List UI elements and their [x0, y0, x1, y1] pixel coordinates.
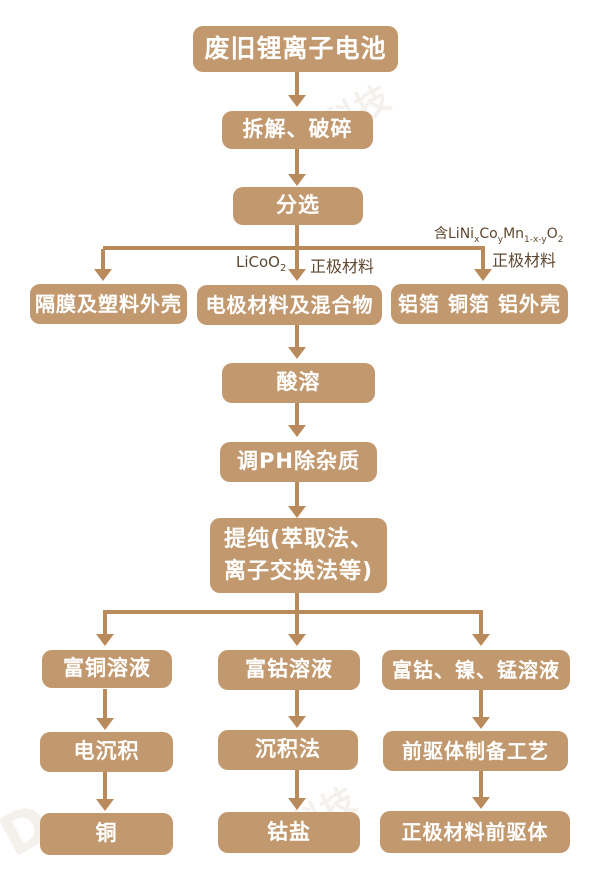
ncm-formula-text: O	[546, 226, 558, 242]
arrow-branch-cu-solution	[103, 613, 107, 635]
ncm-formula-sub: x	[474, 234, 480, 245]
node-foils-shell: 铝箔 铜箔 铝外壳	[391, 284, 568, 324]
ncm-formula-sub: 2	[557, 234, 564, 245]
node-sorting: 分选	[233, 187, 363, 225]
arrow-precursorprocess-cathodeprecursor	[479, 771, 483, 798]
edge-label-cathode-right: 正极材料	[492, 251, 557, 270]
purification-line1: 提纯(萃取法、	[223, 526, 374, 552]
arrow-branch-electrode	[295, 249, 299, 270]
arrow-branch-co-solution	[295, 613, 299, 635]
arrow-electrode-acid	[295, 325, 299, 348]
node-electrodeposition: 电沉积	[40, 732, 173, 772]
node-acid-dissolution: 酸溶	[222, 363, 375, 403]
ncm-formula-text: Co	[479, 226, 498, 242]
node-electrode-mixture: 电极材料及混合物	[197, 285, 382, 325]
node-precursor-process: 前驱体制备工艺	[383, 731, 568, 771]
arrow-dismantle-sorting	[295, 149, 299, 175]
connector-purify-stub	[295, 593, 299, 612]
node-waste-battery: 废旧锂离子电池	[193, 26, 398, 72]
node-purification: 提纯(萃取法、 离子交换法等)	[210, 518, 387, 593]
ncm-formula-text: 含LiNi	[434, 226, 475, 242]
arrow-branch-ncm-solution	[479, 613, 483, 635]
edge-label-cathode-mid: 正极材料	[310, 257, 375, 276]
node-copper: 铜	[40, 813, 173, 855]
purification-line2: 离子交换法等)	[223, 558, 374, 584]
arrow-branch-separator	[101, 249, 105, 270]
edge-label-ncm-formula: 含LiNixCoyMn1-x-yO2	[434, 223, 564, 245]
node-adjust-ph: 调PH除杂质	[220, 442, 377, 482]
arrow-battery-dismantle	[295, 72, 299, 96]
node-cobalt-salt: 钴盐	[218, 812, 360, 853]
arrow-cosolution-deposition	[295, 690, 299, 717]
node-cathode-precursor: 正极材料前驱体	[380, 811, 570, 853]
ncm-formula-sub: 1-x-y	[524, 234, 547, 245]
node-co-ni-mn-solution: 富钴、镍、锰溶液	[382, 650, 570, 690]
arrow-acid-ph	[295, 403, 299, 426]
arrow-cusolution-electrodeposition	[103, 689, 107, 719]
arrow-ncmsolution-precursorprocess	[479, 690, 483, 718]
ncm-formula-sub: y	[497, 234, 504, 245]
arrow-electrodeposition-copper	[103, 772, 107, 800]
licoo2-text: LiCoO	[236, 253, 280, 271]
arrow-ph-purify	[295, 482, 299, 507]
connector-purify-horizontal	[103, 610, 483, 614]
connector-sorting-stub	[295, 225, 299, 248]
node-separator-plastic-shell: 隔膜及塑料外壳	[30, 284, 187, 324]
arrow-deposition-cobaltsalt	[295, 770, 299, 799]
edge-label-licoo2: LiCoO2	[236, 253, 287, 274]
node-copper-rich-solution: 富铜溶液	[42, 650, 172, 688]
arrow-branch-foils	[481, 249, 485, 270]
ncm-formula-text: Mn	[503, 226, 525, 242]
node-cobalt-rich-solution: 富钴溶液	[218, 650, 360, 690]
connector-sorting-horizontal	[103, 246, 485, 250]
licoo2-sub: 2	[279, 263, 287, 274]
node-dismantle-crush: 拆解、破碎	[222, 111, 373, 149]
node-deposition-method: 沉积法	[218, 730, 358, 770]
